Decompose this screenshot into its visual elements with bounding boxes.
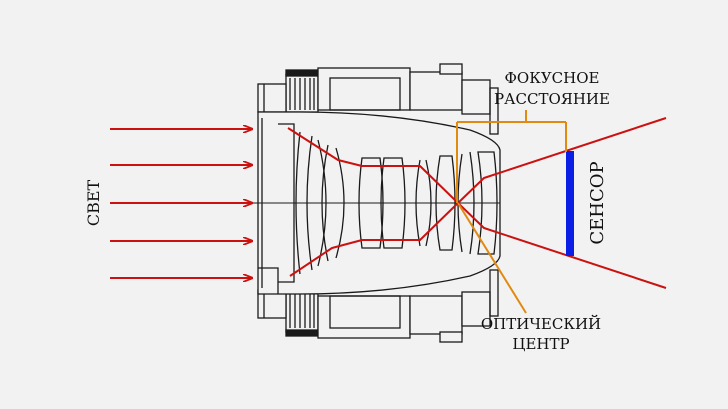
optical-center-label-line1: ОПТИЧЕСКИЙ: [481, 314, 601, 333]
optical-center-label-line2: ЦЕНТР: [512, 335, 569, 353]
refracted-rays: [287, 117, 667, 289]
focal-length-label-line1: ФОКУСНОЕ: [504, 69, 599, 87]
focal-length-bracket: [456, 110, 567, 203]
focus-ring-top: [285, 69, 319, 113]
focus-ring-bottom: [285, 289, 319, 337]
optical-center-pointer: [457, 202, 527, 314]
sensor-label: СЕНСОР: [587, 161, 608, 244]
focal-length-label-line2: РАССТОЯНИЕ: [494, 90, 610, 108]
incoming-rays: [110, 129, 252, 278]
light-label: СВЕТ: [84, 180, 103, 227]
lens-body: [248, 63, 501, 343]
